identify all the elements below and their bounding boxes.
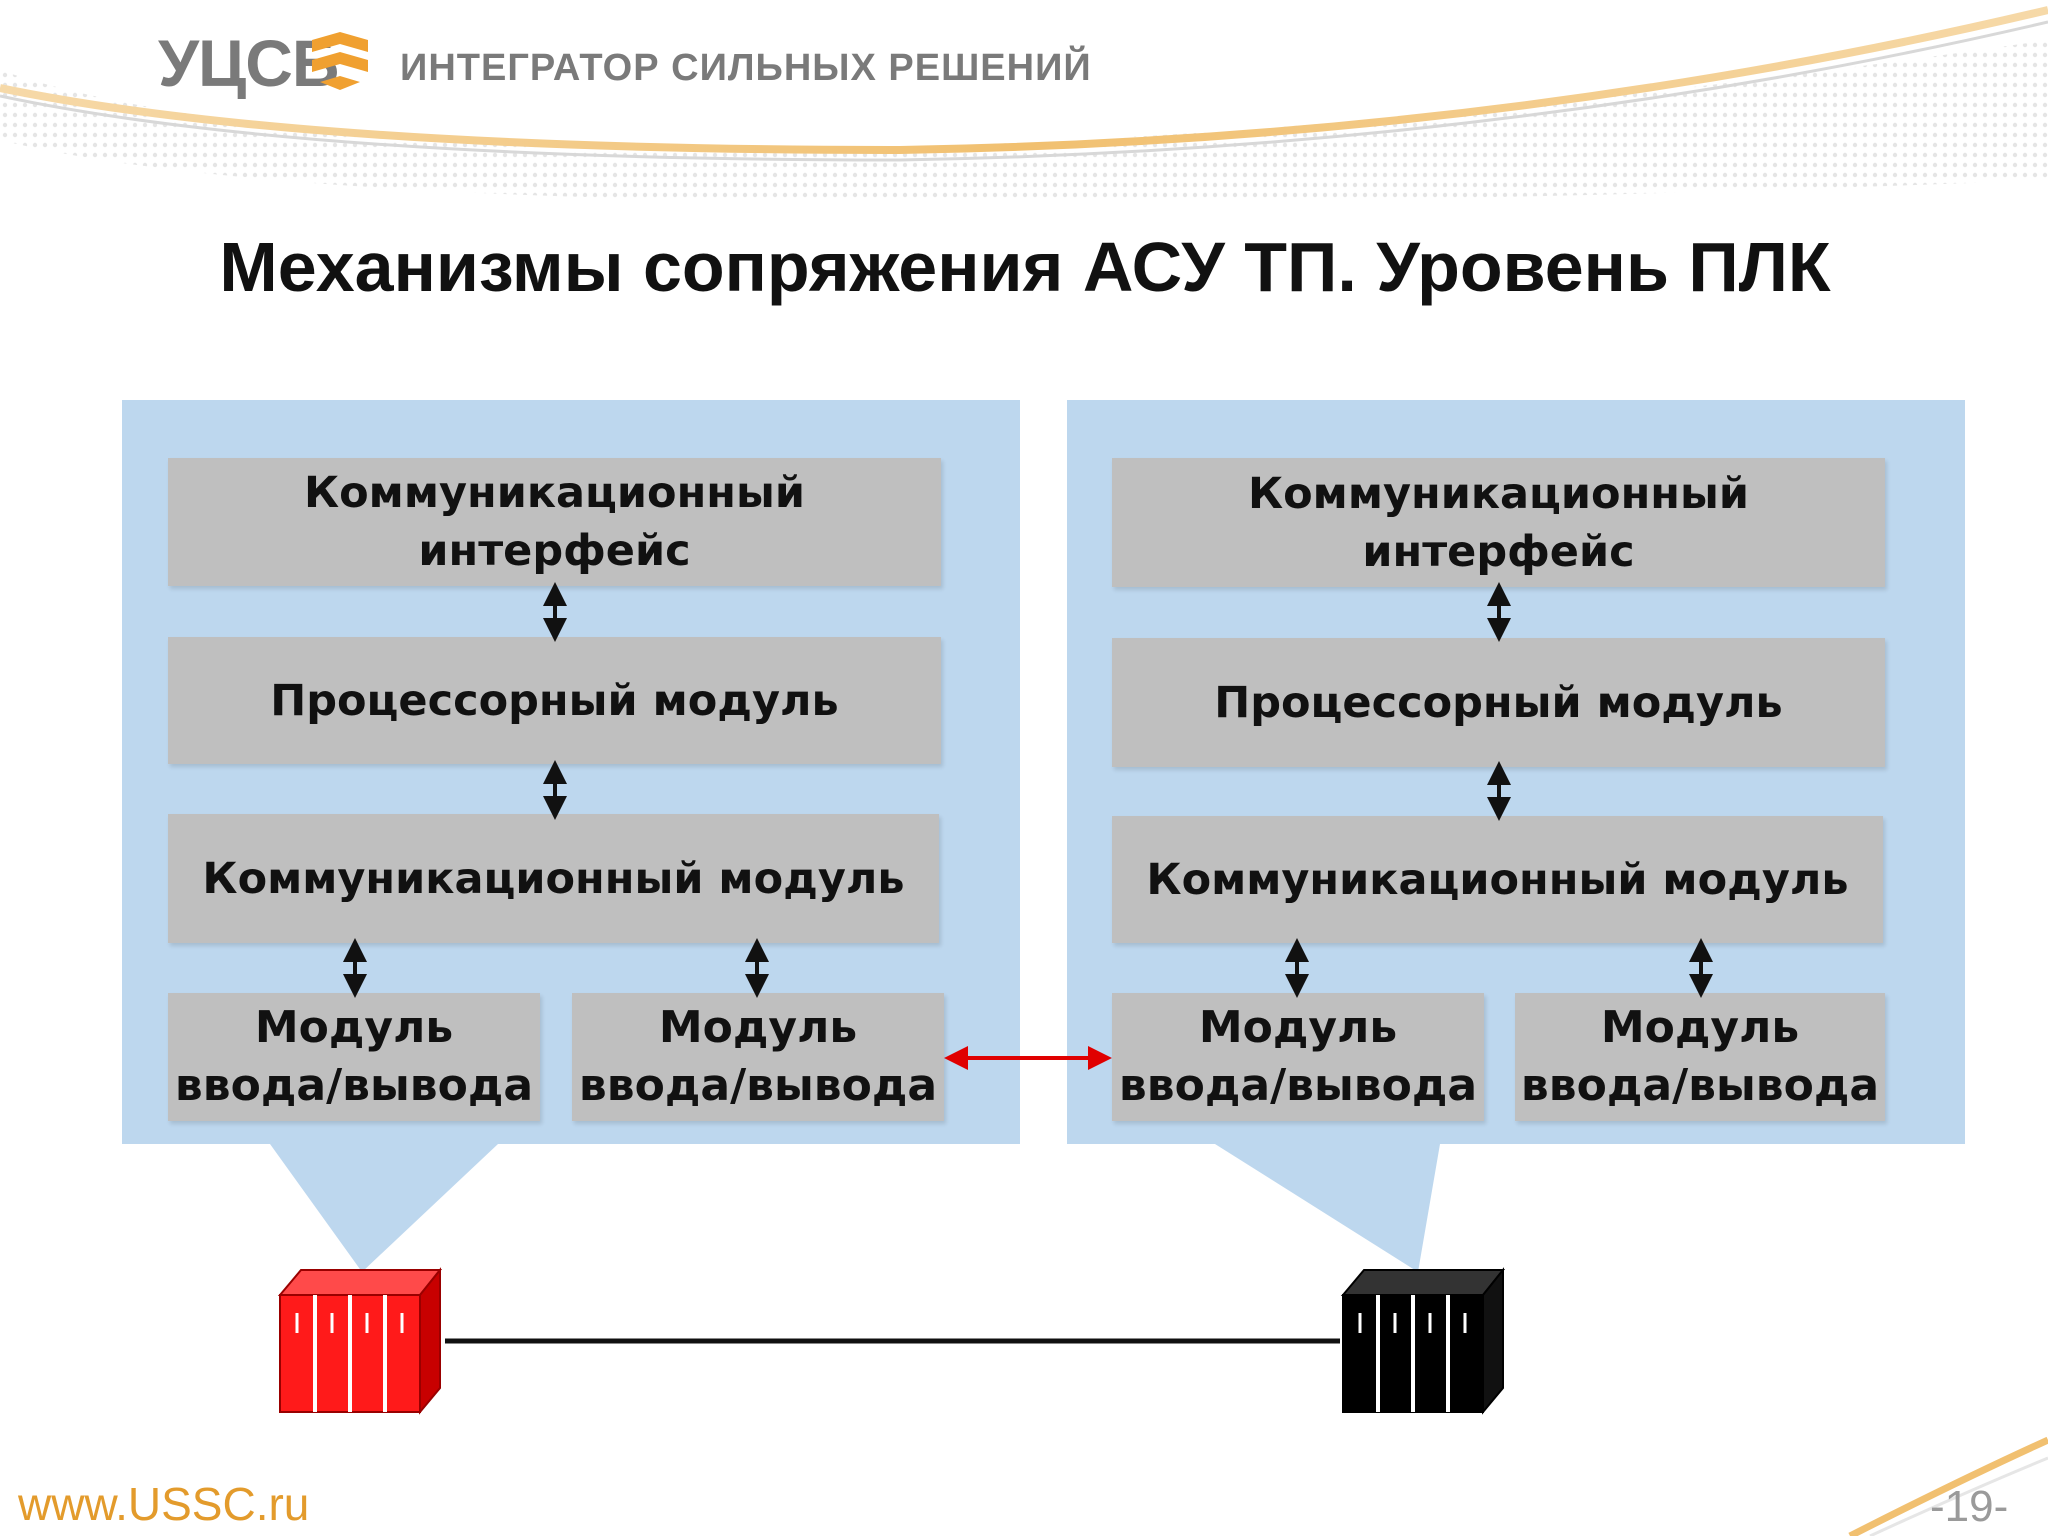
left-plc-rack-icon [277, 1267, 443, 1415]
right-comm-interface-block: Коммуникационный интерфейс [1112, 458, 1885, 587]
left-comm-module-block: Коммуникационный модуль [168, 814, 939, 943]
left-cpu-module-block: Процессорный модуль [168, 637, 941, 764]
right-io-module-1: Модуль ввода/вывода [1112, 993, 1484, 1121]
page-number: -19- [1930, 1482, 2009, 1531]
company-tagline: ИНТЕГРАТОР СИЛЬНЫХ РЕШЕНИЙ [400, 47, 1092, 89]
header-decoration [0, 6, 2048, 200]
right-callout-triangle [1215, 1144, 1440, 1272]
right-io-module-2: Модуль ввода/вывода [1515, 993, 1885, 1121]
footer-decoration [1848, 1436, 2048, 1536]
left-io-module-2: Модуль ввода/вывода [572, 993, 944, 1121]
slide-title: Механизмы сопряжения АСУ ТП. Уровень ПЛК [219, 228, 1831, 306]
right-cpu-module-block: Процессорный модуль [1112, 638, 1885, 767]
right-plc-rack-icon [1340, 1267, 1506, 1415]
logo-chevron-icon [312, 32, 368, 90]
footer-website-link[interactable]: www.USSC.ru [18, 1478, 310, 1530]
right-comm-module-block: Коммуникационный модуль [1112, 816, 1883, 943]
left-comm-interface-block: Коммуникационный интерфейс [168, 458, 941, 586]
left-callout-triangle [270, 1144, 498, 1272]
left-io-module-1: Модуль ввода/вывода [168, 993, 540, 1121]
company-logo-text: УЦСБ [158, 26, 339, 100]
